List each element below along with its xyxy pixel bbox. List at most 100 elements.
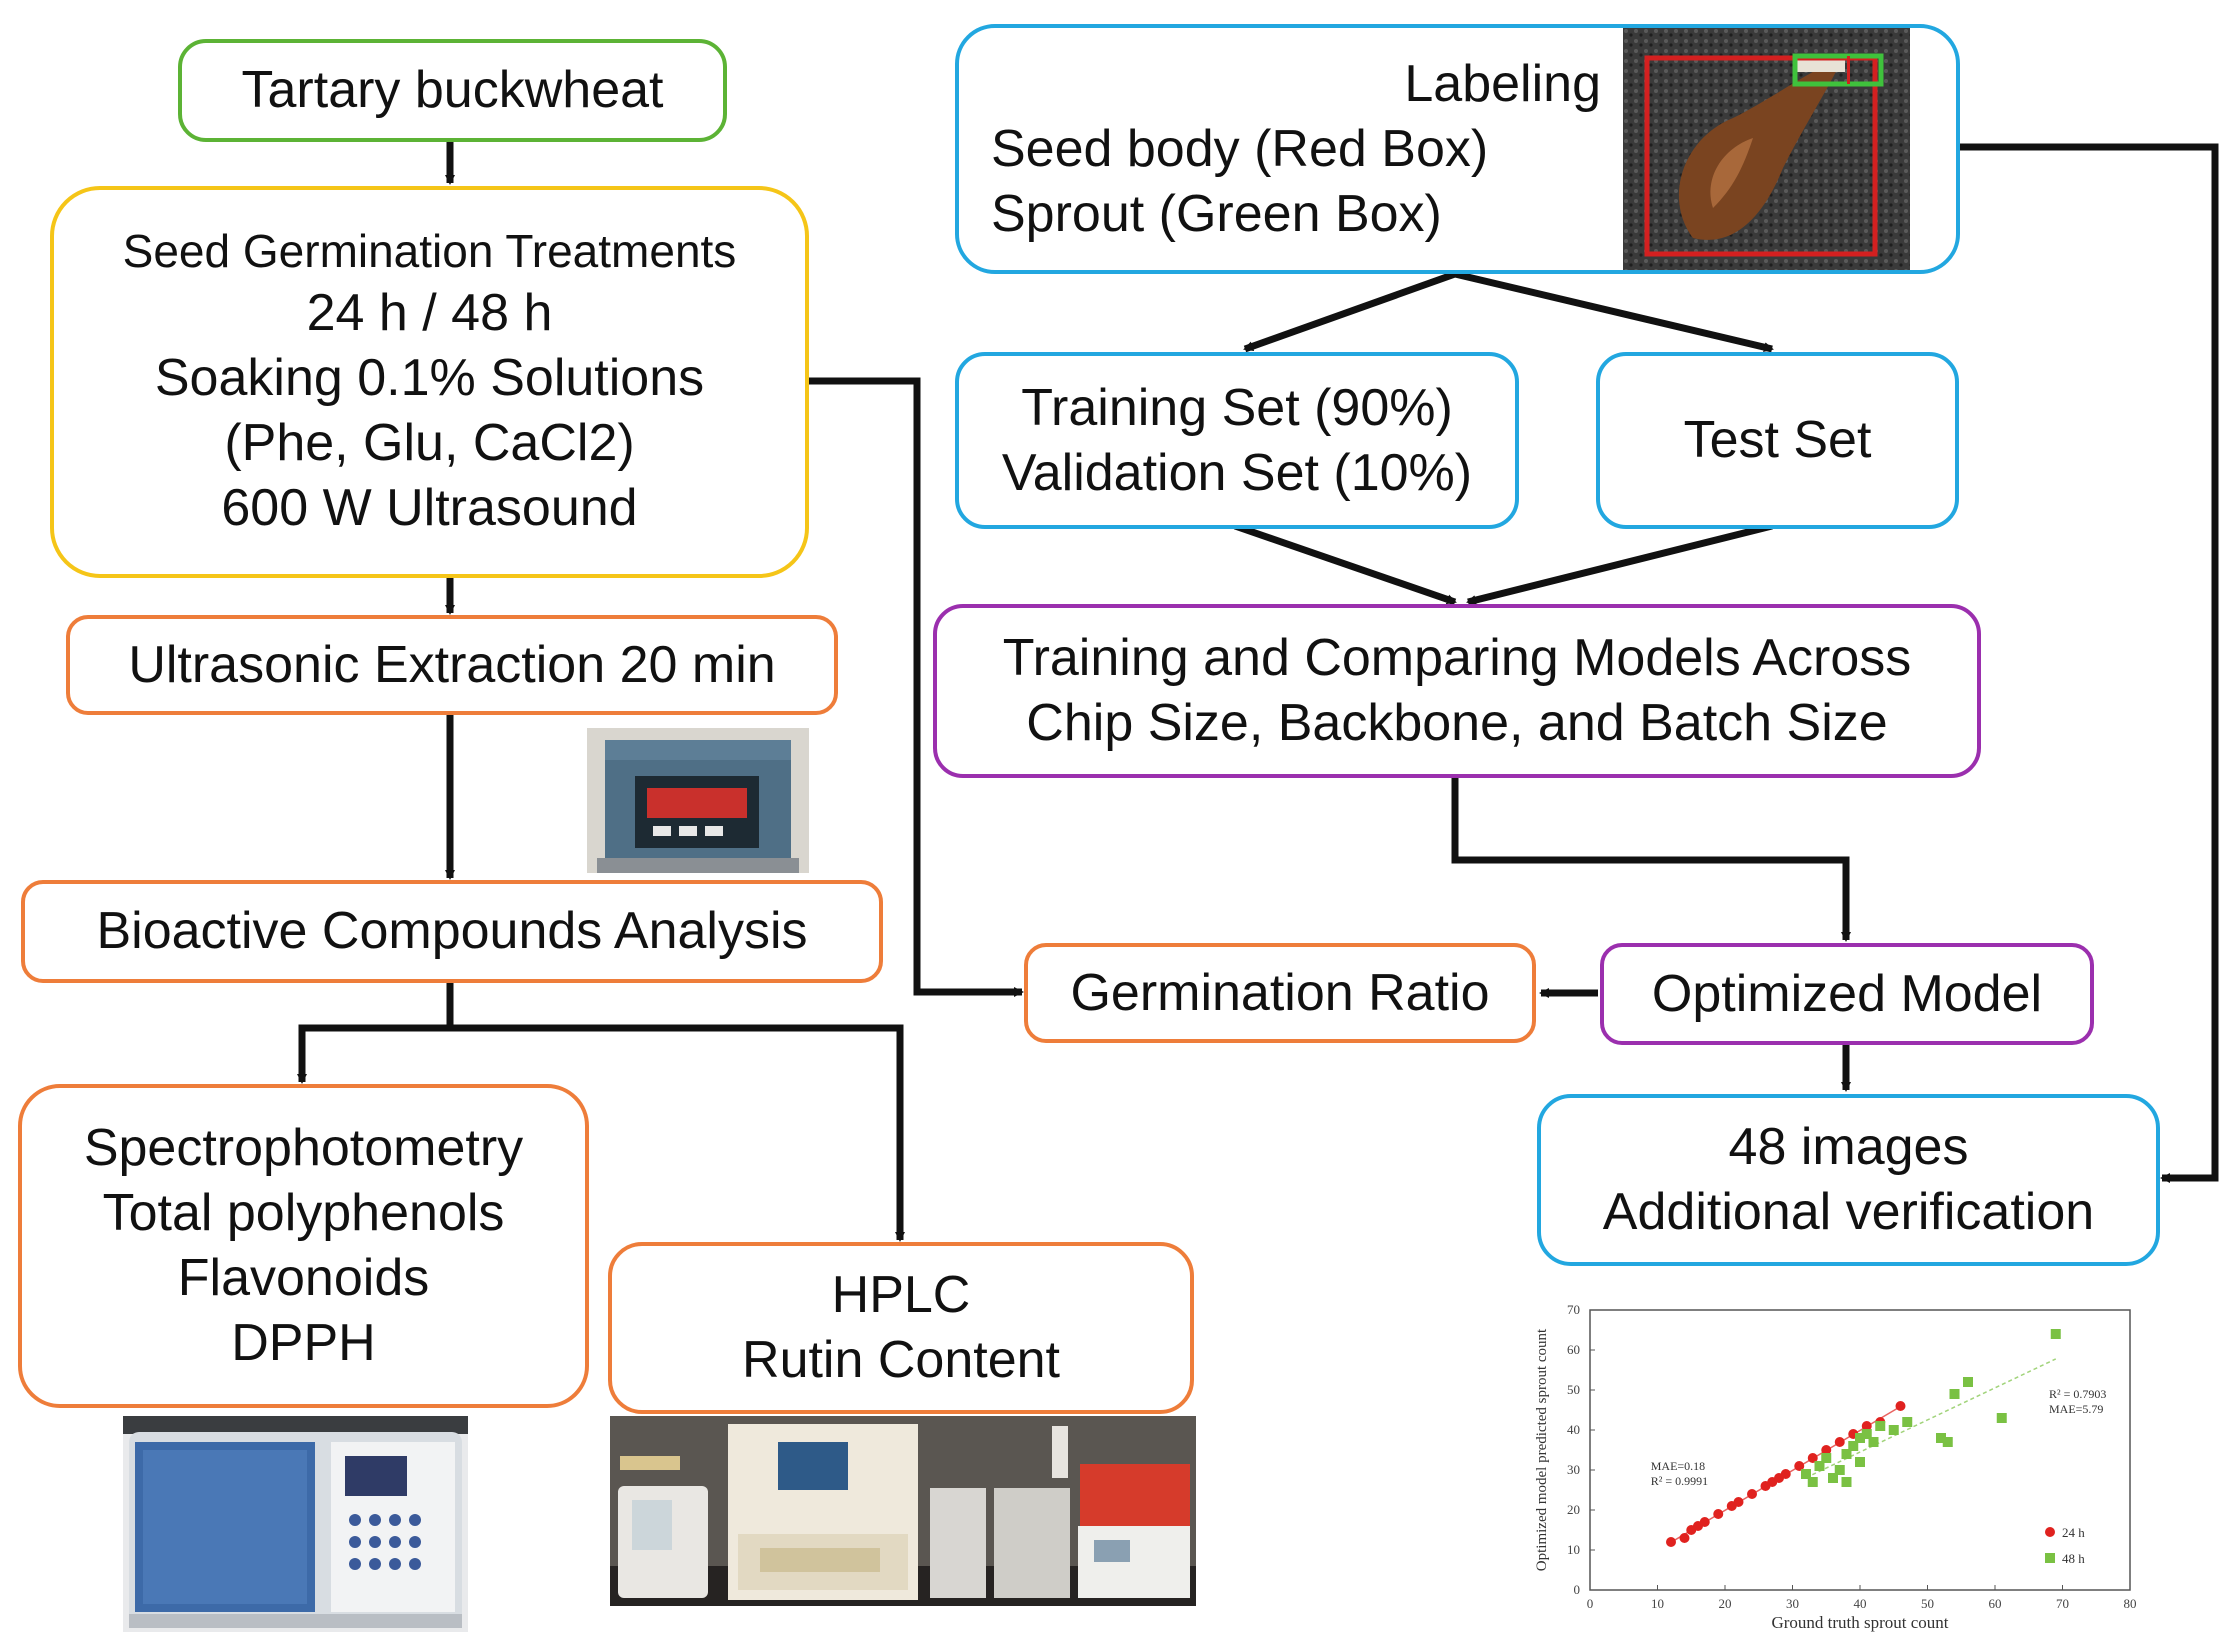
data-point-48h xyxy=(1861,1429,1872,1439)
data-point-24h xyxy=(1780,1469,1791,1479)
data-point-48h xyxy=(1848,1441,1859,1451)
chart-annotation: R² = 0.9991 xyxy=(1651,1474,1708,1488)
x-tick-label: 0 xyxy=(1587,1596,1594,1611)
germination-line-3: (Phe, Glu, CaCl2) xyxy=(224,413,635,472)
data-point-48h xyxy=(1936,1433,1946,1443)
germination-line-4: 600 W Ultrasound xyxy=(221,478,638,537)
arrow-bioactive-to-spectro xyxy=(297,980,454,1084)
data-point-24h xyxy=(1713,1509,1724,1519)
x-tick-label: 20 xyxy=(1719,1596,1732,1611)
data-point-48h xyxy=(1949,1389,1960,1399)
y-tick-label: 70 xyxy=(1567,1302,1580,1317)
chart-xlabel: Ground truth sprout count xyxy=(1771,1613,1948,1632)
chart-ylabel: Optimized model predicted sprout count xyxy=(1534,1328,1550,1571)
hplc-line-2: Rutin Content xyxy=(742,1331,1060,1389)
tartary-buckwheat-box: Tartary buckwheat xyxy=(178,39,727,142)
data-point-48h xyxy=(1801,1469,1811,1479)
data-point-48h xyxy=(1855,1433,1865,1443)
data-point-48h xyxy=(1807,1477,1818,1487)
x-tick-label: 80 xyxy=(2124,1596,2137,1611)
test-set-box: Test Set xyxy=(1596,352,1959,529)
spectro-line-3: Flavonoids xyxy=(177,1249,430,1307)
data-point-24h xyxy=(1807,1453,1818,1463)
data-point-24h xyxy=(1794,1461,1805,1471)
germination-treatments-box: Seed Germination Treatments 24 h / 48 h … xyxy=(50,186,809,578)
arrow-training-to-models xyxy=(1233,522,1457,606)
arrow-germination-to-ratio xyxy=(808,377,1024,997)
hplc-system-photo xyxy=(610,1416,1196,1606)
tartary-buckwheat-label: Tartary buckwheat xyxy=(241,61,664,119)
arrow-models-to-optimized xyxy=(1451,778,1851,942)
germination-line-1: 24 h / 48 h xyxy=(306,283,553,342)
training-set-box: Training Set (90%) Validation Set (10%) xyxy=(955,352,1519,529)
bioactive-analysis-box: Bioactive Compounds Analysis xyxy=(21,880,883,983)
data-point-48h xyxy=(1834,1465,1845,1475)
germination-ratio-box: Germination Ratio xyxy=(1024,943,1536,1043)
optimized-model-box: Optimized Model xyxy=(1600,943,2094,1045)
data-point-24h xyxy=(1747,1489,1757,1499)
training-set-line-2: Validation Set (10%) xyxy=(1001,443,1473,502)
data-point-48h xyxy=(1855,1457,1865,1467)
labeled-seed-image xyxy=(1623,28,1910,270)
legend-marker xyxy=(2045,1527,2055,1537)
ultrasonic-device-photo xyxy=(587,728,809,873)
data-point-48h xyxy=(1875,1421,1886,1431)
data-point-48h xyxy=(2050,1329,2061,1339)
germination-line-2: Soaking 0.1% Solutions xyxy=(154,348,705,407)
x-tick-label: 10 xyxy=(1651,1596,1664,1611)
test-set-label: Test Set xyxy=(1683,411,1872,469)
spectro-line-4: DPPH xyxy=(231,1314,376,1372)
labeling-seed-body: Seed body (Red Box) xyxy=(991,119,1489,178)
x-tick-label: 70 xyxy=(2056,1596,2069,1611)
data-point-24h xyxy=(1666,1537,1676,1547)
data-point-24h xyxy=(1821,1445,1832,1455)
spectrophotometry-box: Spectrophotometry Total polyphenols Flav… xyxy=(18,1084,589,1408)
y-tick-label: 40 xyxy=(1567,1422,1580,1437)
arrow-labeling-to-verification xyxy=(1958,143,2219,1183)
training-models-line-2: Chip Size, Backbone, and Batch Size xyxy=(1026,694,1888,752)
arrow-labeling-to-test xyxy=(1454,270,1774,353)
x-tick-label: 40 xyxy=(1854,1596,1867,1611)
data-point-48h xyxy=(1841,1477,1852,1487)
germination-ratio-label: Germination Ratio xyxy=(1070,963,1490,1022)
data-point-48h xyxy=(1902,1417,1913,1427)
data-point-48h xyxy=(1814,1461,1825,1471)
x-tick-label: 30 xyxy=(1786,1596,1799,1611)
data-point-48h xyxy=(1942,1437,1953,1447)
y-tick-label: 60 xyxy=(1567,1342,1580,1357)
verification-line-1: 48 images xyxy=(1728,1118,1969,1176)
ultrasonic-extraction-box: Ultrasonic Extraction 20 min xyxy=(66,615,838,715)
chart-annotation: MAE=0.18 xyxy=(1651,1459,1705,1473)
bioactive-analysis-label: Bioactive Compounds Analysis xyxy=(96,902,808,960)
data-point-48h xyxy=(1828,1473,1838,1483)
training-models-line-1: Training and Comparing Models Across xyxy=(1002,629,1912,687)
data-point-24h xyxy=(1834,1437,1845,1447)
data-point-24h xyxy=(1733,1497,1744,1507)
y-tick-label: 30 xyxy=(1567,1462,1580,1477)
training-models-box: Training and Comparing Models Across Chi… xyxy=(933,604,1981,778)
legend-label: 24 h xyxy=(2062,1525,2085,1540)
plot-frame xyxy=(1589,1309,2131,1591)
ultrasonic-extraction-label: Ultrasonic Extraction 20 min xyxy=(128,635,776,694)
arrow-test-to-models xyxy=(1466,522,1773,606)
legend-label: 48 h xyxy=(2062,1551,2085,1566)
data-point-48h xyxy=(1888,1425,1899,1435)
training-set-line-1: Training Set (90%) xyxy=(1021,378,1453,437)
hplc-box: HPLC Rutin Content xyxy=(608,1242,1194,1414)
spectro-line-1: Spectrophotometry xyxy=(83,1119,524,1177)
data-point-48h xyxy=(1963,1377,1973,1387)
y-tick-label: 0 xyxy=(1574,1582,1581,1597)
legend-marker xyxy=(2045,1553,2055,1563)
y-tick-label: 20 xyxy=(1567,1502,1580,1517)
spectro-line-2: Total polyphenols xyxy=(102,1184,505,1242)
hplc-line-1: HPLC xyxy=(831,1266,971,1324)
data-point-48h xyxy=(1841,1449,1852,1459)
verification-box: 48 images Additional verification xyxy=(1537,1094,2160,1266)
data-point-24h xyxy=(1861,1421,1872,1431)
germination-title: Seed Germination Treatments xyxy=(122,225,737,278)
data-point-48h xyxy=(1868,1437,1879,1447)
data-point-48h xyxy=(1821,1453,1832,1463)
spectrophotometer-photo xyxy=(123,1416,468,1632)
